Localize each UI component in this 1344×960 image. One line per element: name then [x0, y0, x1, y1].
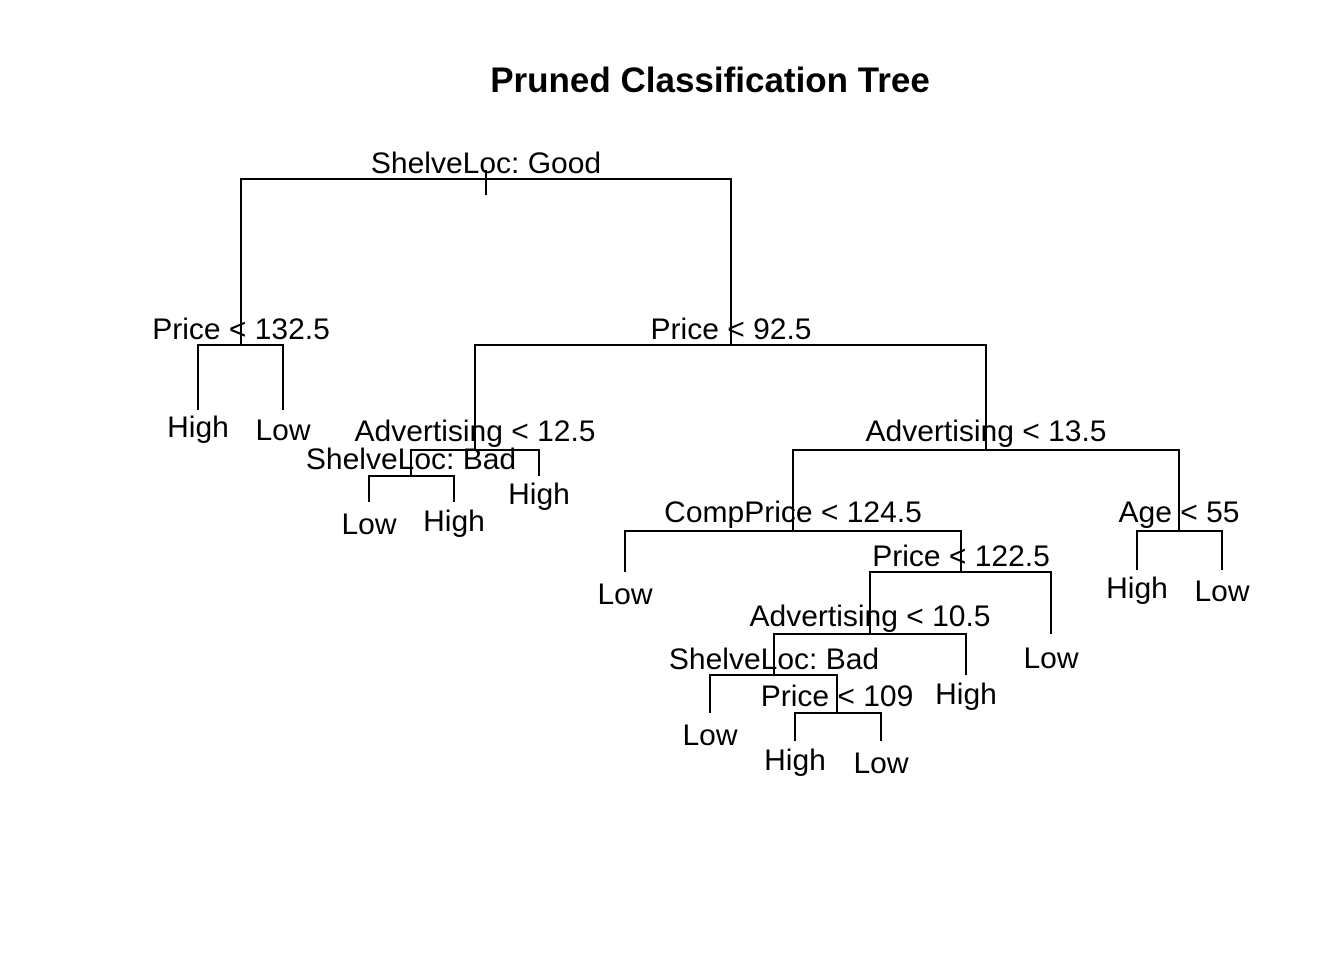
edge-age-55 — [1136, 530, 1223, 570]
edge-advertising-10 — [773, 633, 967, 675]
leaf-label: High — [423, 505, 485, 538]
split-label-age-55: Age < 55 — [1119, 496, 1240, 529]
leaf-label: High — [764, 744, 826, 777]
leaf-label: Low — [255, 414, 310, 447]
split-label-price-132: Price < 132.5 — [152, 313, 330, 346]
edge-shelveloc-bad-1 — [368, 475, 455, 502]
split-label-advertising-12: Advertising < 12.5 — [355, 415, 596, 448]
split-label-advertising-13: Advertising < 13.5 — [866, 415, 1107, 448]
edge-compprice-124 — [624, 530, 962, 572]
split-label-advertising-10: Advertising < 10.5 — [750, 600, 991, 633]
edge-advertising-13 — [792, 449, 1180, 531]
split-label-root: ShelveLoc: Good — [371, 147, 601, 180]
leaf-label: Low — [853, 747, 908, 780]
leaf-label: High — [167, 411, 229, 444]
edge-price-92 — [474, 344, 987, 450]
edge-shelveloc-bad-2 — [709, 674, 838, 713]
edge-price-122 — [869, 571, 1052, 634]
leaf-label: High — [508, 478, 570, 511]
split-label-price-122: Price < 122.5 — [872, 540, 1050, 573]
leaf-label: Low — [1194, 575, 1249, 608]
leaf-label: Low — [1023, 642, 1078, 675]
split-label-price-109: Price < 109 — [761, 680, 914, 713]
split-label-shelveloc-bad-2: ShelveLoc: Bad — [669, 643, 879, 676]
tree-edges — [197, 170, 1223, 741]
leaf-label: High — [1106, 572, 1168, 605]
split-label-compprice-124: CompPrice < 124.5 — [664, 496, 922, 529]
leaf-label: Low — [341, 508, 396, 541]
leaf-label: Low — [682, 719, 737, 752]
plot-title: Pruned Classification Tree — [490, 61, 930, 100]
split-label-price-92: Price < 92.5 — [651, 313, 812, 346]
edge-price-109 — [794, 712, 882, 741]
split-label-shelveloc-bad-1: ShelveLoc: Bad — [306, 443, 516, 476]
edge-advertising-12 — [410, 449, 540, 476]
leaf-label: Low — [597, 578, 652, 611]
tree-labels: ShelveLoc: Good Price < 132.5 Price < 92… — [152, 147, 1250, 780]
leaf-label: High — [935, 678, 997, 711]
edge-price-132 — [197, 344, 284, 410]
